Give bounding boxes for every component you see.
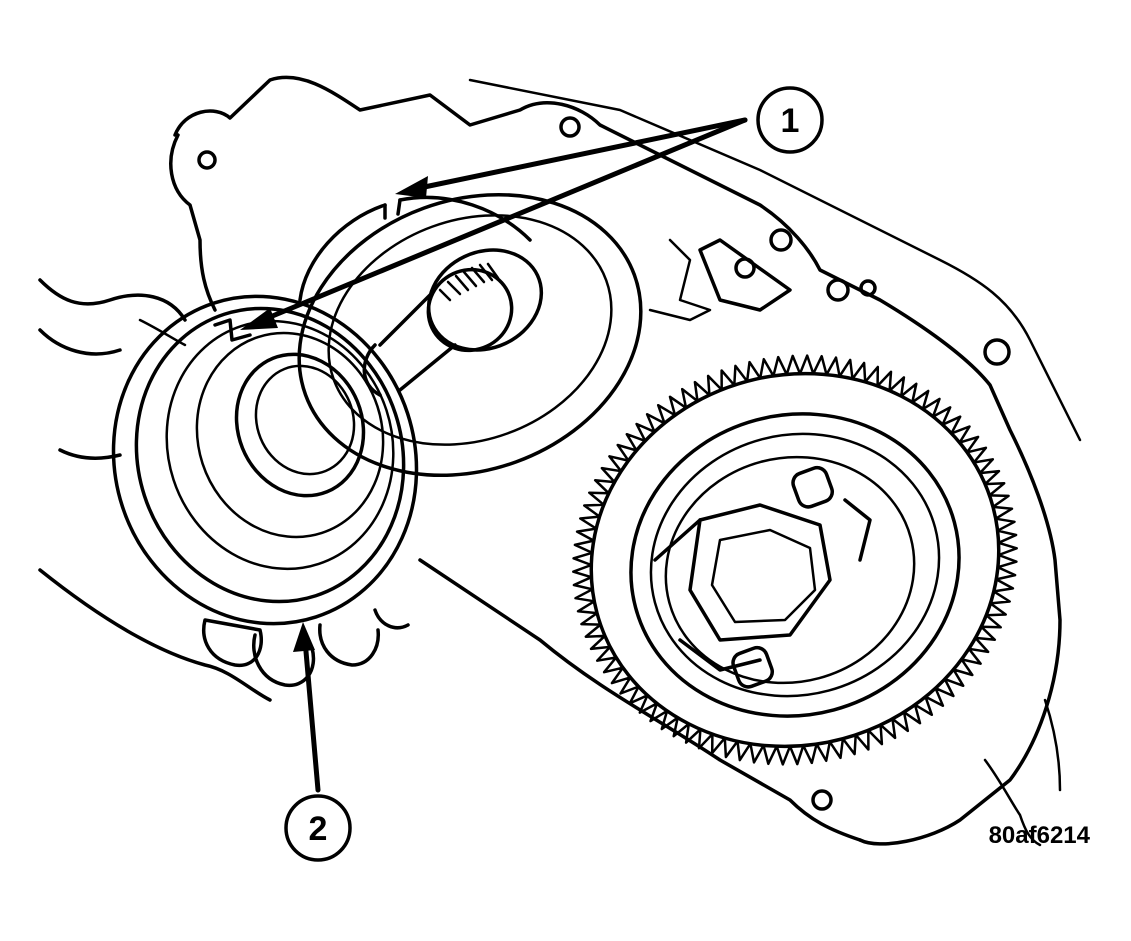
gear-teeth: [572, 354, 1018, 766]
case-bracket: [648, 238, 792, 322]
seal-shield: [111, 294, 419, 626]
case-housing: [173, 75, 1082, 847]
gear-hex-hub: [653, 465, 872, 689]
technician-hand: [38, 278, 410, 702]
arrowhead: [240, 308, 278, 330]
callout-2: 2: [284, 794, 352, 862]
callout-1-leaders: [240, 117, 748, 330]
housing-ear-left: [169, 116, 1011, 811]
figure-id: 80af6214: [989, 822, 1091, 849]
gear-tooth-ring: [572, 354, 1018, 766]
snap-ring: [383, 198, 402, 220]
callout-2-leaders: [293, 622, 321, 793]
callout-2-label: 2: [309, 810, 328, 848]
arrowhead: [293, 622, 315, 652]
callout-1: 1: [756, 86, 824, 154]
arrowhead: [395, 176, 428, 198]
output-shaft: [362, 248, 544, 397]
callout-1-label: 1: [781, 102, 800, 140]
output-gear: [572, 354, 1018, 766]
